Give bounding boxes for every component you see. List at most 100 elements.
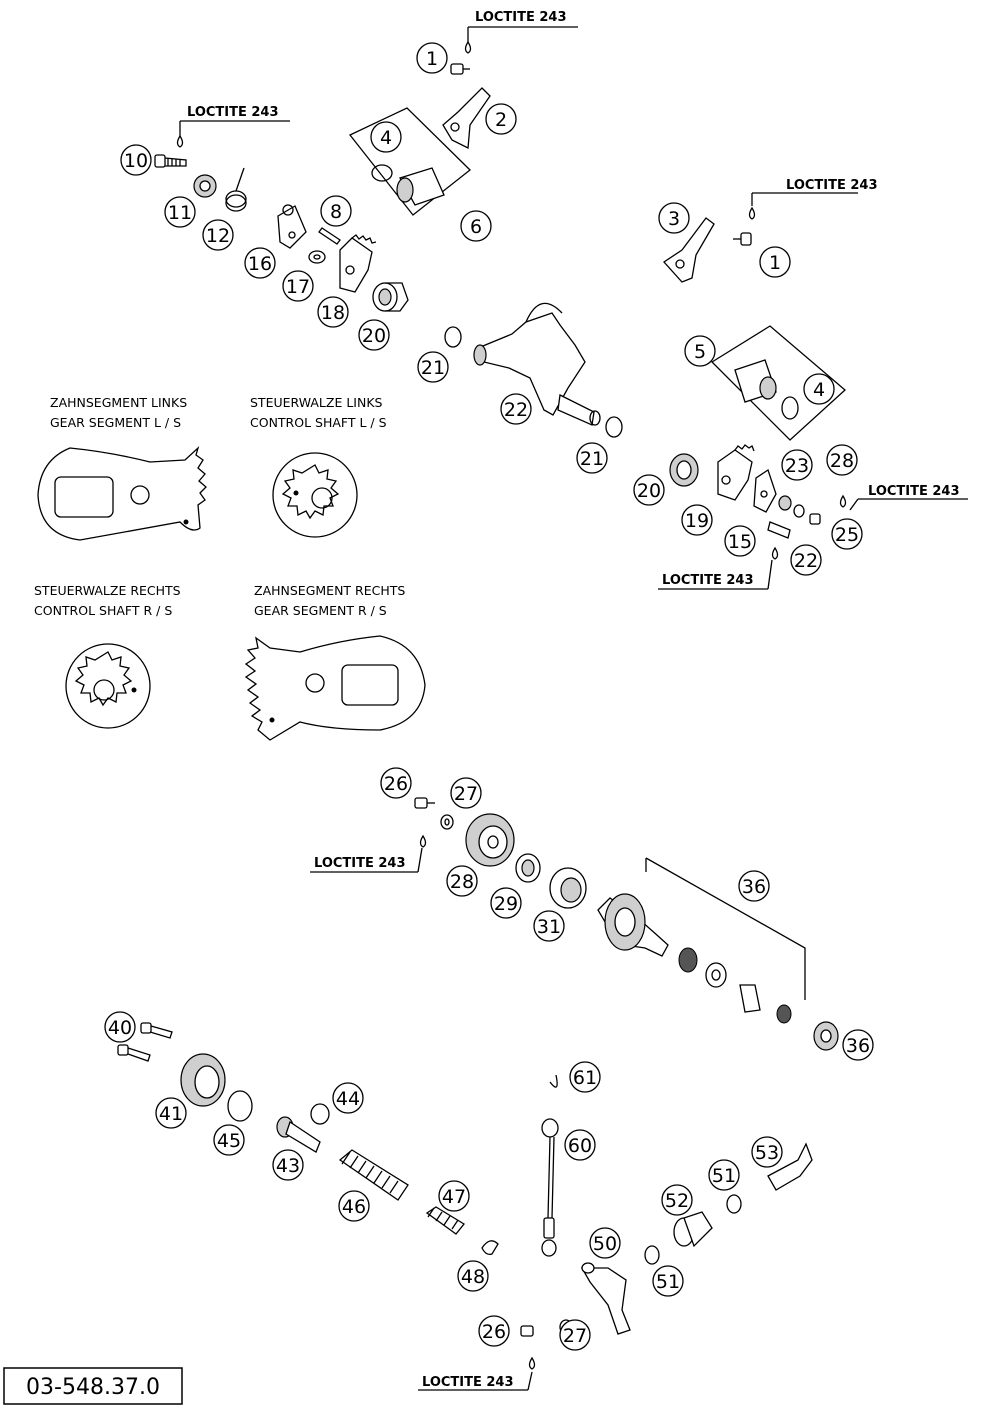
svg-text:4: 4 (813, 379, 825, 401)
svg-text:STEUERWALZE LINKS: STEUERWALZE LINKS (250, 395, 383, 410)
lever-part-53 (767, 1142, 813, 1191)
callout-part-12: 12 (202, 219, 234, 251)
bearing-part-36 (813, 1021, 839, 1051)
callout-part-51-upper: 51 (708, 1159, 740, 1191)
svg-text:51: 51 (656, 1271, 680, 1293)
callout-part-22: 23 (781, 449, 813, 481)
svg-text:LOCTITE 243: LOCTITE 243 (422, 1375, 514, 1390)
washer-part-29 (793, 504, 805, 518)
svg-text:1: 1 (426, 48, 438, 70)
svg-text:45: 45 (217, 1130, 241, 1152)
lever-part-3 (663, 217, 715, 283)
callout-part-43: 43 (272, 1149, 304, 1181)
callout-part-36: 36 (842, 1029, 874, 1061)
spring-part-46 (338, 1149, 409, 1201)
svg-text:20: 20 (637, 480, 661, 502)
screw-part-23 (809, 513, 821, 525)
plate-part-14 (277, 204, 307, 249)
sleeve-part-52 (673, 1211, 713, 1248)
callout-part-15: 17 (282, 270, 314, 302)
housing-part-41 (180, 1053, 226, 1107)
callout-part-40: 40 (104, 1011, 136, 1043)
loctite-label-top: LOCTITE 243 (467, 10, 578, 42)
svg-text:40: 40 (108, 1017, 132, 1039)
loctite-label-left: LOCTITE 243 (179, 105, 290, 136)
screw-part-25-lower (520, 1325, 534, 1337)
callout-part-44: 44 (332, 1082, 364, 1114)
cylinder-box-lower (710, 325, 846, 441)
svg-text:LOCTITE 243: LOCTITE 243 (868, 484, 960, 499)
loctite-label-right-upper: LOCTITE 243 (751, 178, 878, 206)
callout-part-52: 52 (661, 1184, 693, 1216)
callout-part-25-lower: 26 (478, 1315, 510, 1347)
svg-text:25: 25 (835, 524, 859, 546)
callout-part-18-right: 20 (633, 474, 665, 506)
svg-text:31: 31 (537, 916, 561, 938)
callout-part-60: 60 (564, 1129, 596, 1161)
clip-part-61 (549, 1074, 558, 1088)
svg-text:26: 26 (482, 1321, 506, 1343)
svg-text:47: 47 (442, 1186, 466, 1208)
screw-part-10 (154, 154, 187, 168)
washer-part-51-left (644, 1245, 660, 1265)
svg-text:36: 36 (846, 1035, 870, 1057)
pin-part-8 (318, 227, 341, 245)
callout-part-20: 22 (500, 393, 532, 425)
svg-text:GEAR SEGMENT L / S: GEAR SEGMENT L / S (50, 415, 181, 430)
o-ring-part-45 (227, 1090, 253, 1122)
svg-text:20: 20 (362, 325, 386, 347)
svg-text:18: 18 (321, 302, 345, 324)
callout-part-18-left: 20 (358, 319, 390, 351)
callout-part-3: 3 (658, 202, 690, 234)
callout-part-26-upper: 27 (450, 777, 482, 809)
lever-part-2 (442, 87, 491, 150)
loctite-label-bottom: LOCTITE 243 (418, 1371, 533, 1391)
washer-part-15 (308, 250, 326, 264)
bushing-part-11 (193, 174, 217, 198)
svg-text:44: 44 (336, 1088, 360, 1110)
svg-text:46: 46 (342, 1196, 366, 1218)
bearing-part-30 (549, 867, 587, 909)
callout-part-17: 19 (681, 504, 713, 536)
callout-part-4-lower: 4 (803, 373, 835, 405)
svg-text:19: 19 (685, 510, 709, 532)
callout-part-23: 25 (831, 518, 863, 550)
svg-text:28: 28 (450, 871, 474, 893)
spring-part-12 (225, 167, 247, 212)
svg-text:CONTROL SHAFT R / S: CONTROL SHAFT R / S (34, 603, 172, 618)
callout-part-1-top: 1 (416, 42, 448, 74)
callout-part-10: 10 (120, 144, 152, 176)
svg-text:27: 27 (563, 1325, 587, 1347)
callout-part-19-right: 21 (576, 442, 608, 474)
clip-part-48 (481, 1240, 499, 1256)
washer-part-22 (778, 495, 792, 511)
svg-text:GEAR SEGMENT R / S: GEAR SEGMENT R / S (254, 603, 387, 618)
svg-text:28: 28 (830, 450, 854, 472)
callout-part-27: 28 (446, 865, 478, 897)
detail-gear-segment-right: ZAHNSEGMENT RECHTS GEAR SEGMENT R / S (244, 583, 426, 741)
svg-text:23: 23 (785, 455, 809, 477)
loctite-label-bearing: LOCTITE 243 (310, 847, 423, 873)
callout-part-1-right: 1 (759, 246, 791, 278)
svg-text:52: 52 (665, 1190, 689, 1212)
o-ring-part-19-right (605, 416, 623, 438)
callout-part-26-lower: 27 (559, 1319, 591, 1351)
loctite-drop-icon (176, 40, 847, 1370)
gear-shaft-part-31 (597, 893, 792, 1024)
svg-text:22: 22 (794, 550, 818, 572)
callout-part-29: 28 (826, 444, 858, 476)
svg-text:61: 61 (573, 1067, 597, 1089)
gear-segment-part-16 (339, 234, 377, 293)
callout-part-8: 8 (320, 195, 352, 227)
svg-text:LOCTITE 243: LOCTITE 243 (786, 178, 878, 193)
callout-part-45: 45 (213, 1124, 245, 1156)
svg-text:53: 53 (755, 1142, 779, 1164)
screw-part-1-top (450, 63, 470, 75)
gear-segment-part-17 (717, 444, 755, 501)
callout-part-19-left: 21 (417, 351, 449, 383)
loctite-label-mid-lower: LOCTITE 243 (658, 559, 773, 590)
svg-text:8: 8 (330, 201, 342, 223)
svg-text:60: 60 (568, 1135, 592, 1157)
shaft-part-43 (276, 1116, 321, 1153)
washer-part-51-right (726, 1194, 742, 1214)
